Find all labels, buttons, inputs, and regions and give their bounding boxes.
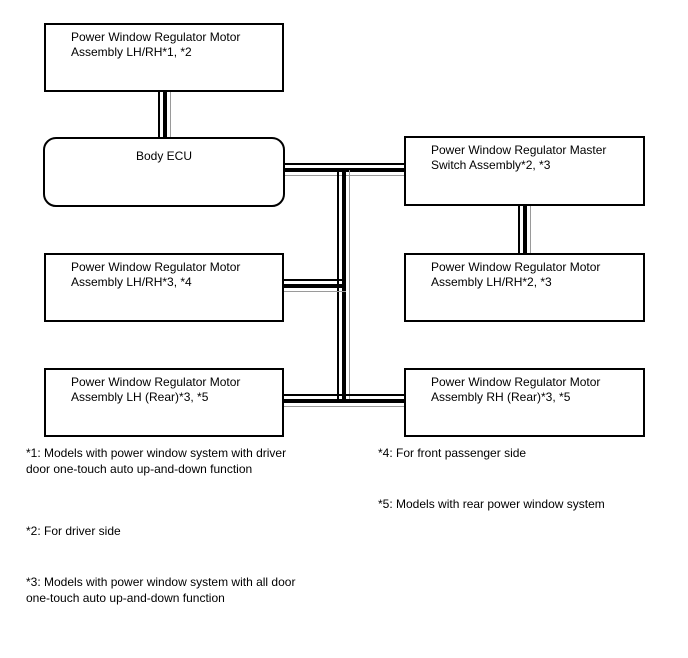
- box-body-ecu-label: Body ECU: [135, 149, 193, 163]
- box-motor-lhrh23-line1: Power Window Regulator Motor: [431, 260, 601, 274]
- box-motor-lhrh34-line1: Power Window Regulator Motor: [71, 260, 241, 274]
- footnote-5-line1: *5: Models with rear power window system: [378, 497, 605, 511]
- box-motor-lh-rear: Power Window Regulator Motor Assembly LH…: [44, 368, 284, 437]
- connector-body-ecu-to-master-switch: [284, 163, 405, 176]
- footnote-1-line1: *1: Models with power window system with…: [26, 446, 287, 460]
- footnote-3: *3: Models with power window system with…: [26, 574, 295, 606]
- connector-rear-motors-bus: [284, 394, 405, 407]
- footnote-2: *2: For driver side: [26, 523, 121, 539]
- footnote-1-line2: door one-touch auto up-and-down function: [26, 462, 253, 476]
- box-body-ecu: Body ECU: [43, 137, 285, 207]
- box-motor-lhrh34: Power Window Regulator Motor Assembly LH…: [44, 253, 284, 322]
- footnote-2-line1: *2: For driver side: [26, 524, 121, 538]
- footnote-4: *4: For front passenger side: [378, 445, 526, 461]
- footnote-1: *1: Models with power window system with…: [26, 445, 286, 477]
- box-motor-lhrh34-line2: Assembly LH/RH*3, *4: [71, 275, 192, 289]
- connector-master-switch-to-motor-lhrh23: [518, 206, 531, 253]
- box-motor-lh-rear-line2: Assembly LH (Rear)*3, *5: [71, 390, 209, 404]
- box-master-switch-line2: Switch Assembly*2, *3: [431, 158, 551, 172]
- footnote-4-line1: *4: For front passenger side: [378, 446, 527, 460]
- box-master-switch-line1: Power Window Regulator Master: [431, 143, 607, 157]
- box-motor-rh-rear: Power Window Regulator Motor Assembly RH…: [404, 368, 645, 437]
- connector-motor-front-to-body-ecu: [158, 92, 171, 138]
- box-motor-lhrh23-line2: Assembly LH/RH*2, *3: [431, 275, 552, 289]
- box-motor-rh-rear-line2: Assembly RH (Rear)*3, *5: [431, 390, 571, 404]
- box-motor-lhrh23: Power Window Regulator Motor Assembly LH…: [404, 253, 645, 322]
- footnote-3-line2: one-touch auto up-and-down function: [26, 591, 225, 605]
- box-motor-lh-rear-line1: Power Window Regulator Motor: [71, 375, 241, 389]
- box-motor-rh-rear-line1: Power Window Regulator Motor: [431, 375, 601, 389]
- box-motor-front-line1: Power Window Regulator Motor: [71, 30, 241, 44]
- box-motor-front: Power Window Regulator Motor Assembly LH…: [44, 23, 284, 92]
- box-master-switch: Power Window Regulator Master Switch Ass…: [404, 136, 645, 206]
- footnote-5: *5: Models with rear power window system: [378, 496, 605, 512]
- box-motor-front-line2: Assembly LH/RH*1, *2: [71, 45, 192, 59]
- footnote-3-line1: *3: Models with power window system with…: [26, 575, 296, 589]
- connector-motor-lhrh34-to-bus: [284, 279, 346, 292]
